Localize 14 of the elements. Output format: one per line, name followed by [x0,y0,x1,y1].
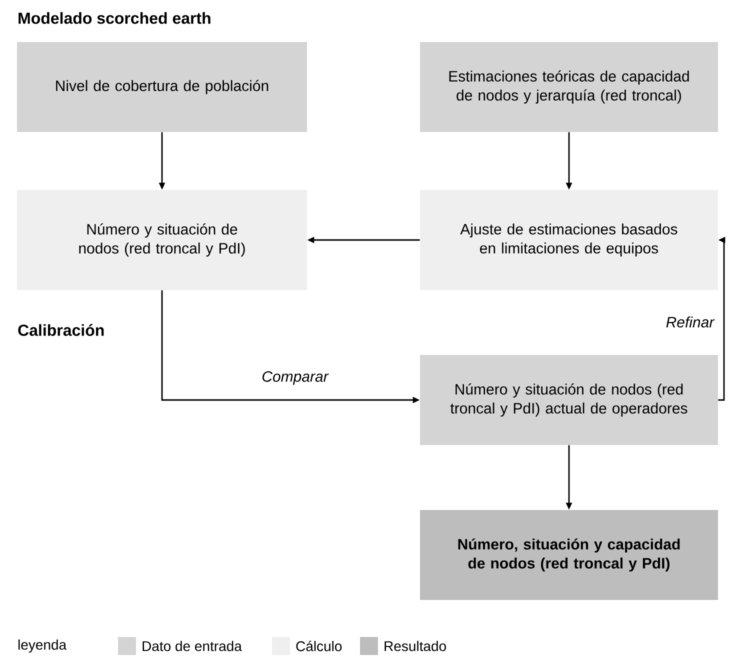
edge-label: Comparar [260,370,330,386]
legend-heading: leyenda [18,639,67,653]
process-box: Número, situación y capacidad de nodos (red troncal y PdI) [420,510,718,600]
legend-text: Cálculo [296,640,342,652]
process-box: Número y situación de nodos (red troncal y PdI) actual de operadores [420,355,718,445]
legend-text: Resultado [384,640,446,652]
edge-label: Refinar [664,316,716,328]
legend-text: Dato de entrada [142,640,242,652]
title: Modelado scorched earth [18,12,210,24]
process-box: Nivel de cobertura de población [17,42,307,132]
section-heading: Calibración [18,324,104,336]
process-box: Ajuste de estimaciones basados en limitaciones de equipos [420,190,718,290]
process-box: Número y situación de nodos (red troncal y PdI) [17,190,307,290]
process-box: Estimaciones teóricas de capacidad de nodos y jerarquía (red troncal) [420,42,718,132]
